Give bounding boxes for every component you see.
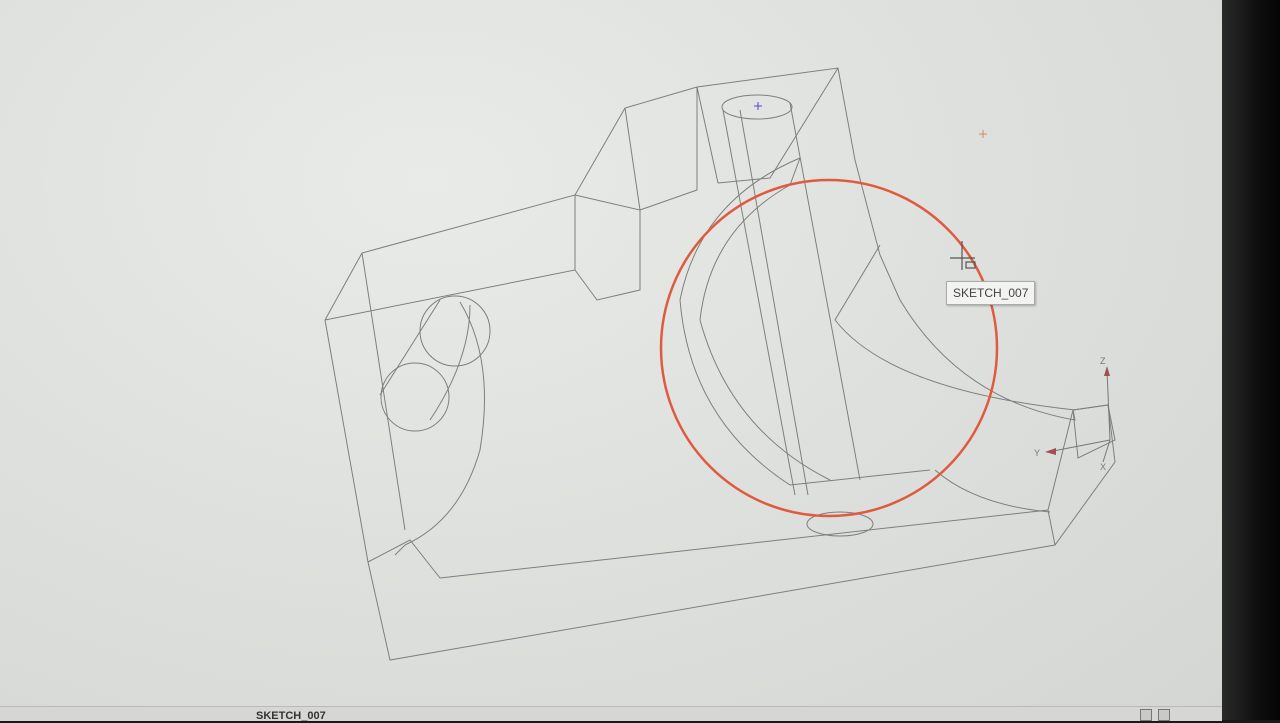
- axis-x-label: X: [1100, 462, 1106, 472]
- shaft-outline: [722, 102, 861, 496]
- axis-triad: Z Y X: [1034, 356, 1111, 472]
- hover-tooltip: SKETCH_007: [946, 281, 1036, 305]
- shaft-top-ellipse: [721, 94, 793, 120]
- status-grid-icon[interactable]: [1140, 709, 1152, 721]
- origin-mark: [979, 130, 987, 138]
- center-mark: [754, 102, 762, 110]
- left-hole-bottom: [380, 362, 450, 432]
- shaft-bottom-ellipse: [806, 511, 874, 537]
- cad-screen: Z Y X SKETCH_007 SKETCH_007: [0, 0, 1222, 722]
- monitor-bezel: [1222, 0, 1280, 720]
- left-curve: [379, 299, 485, 556]
- cad-viewport[interactable]: Z Y X: [0, 0, 1222, 706]
- left-hole-top: [419, 295, 491, 367]
- cursor-crosshair-icon: [950, 241, 976, 270]
- status-bar: SKETCH_007: [0, 706, 1222, 722]
- axis-y-label: Y: [1034, 448, 1040, 458]
- status-snap-icon[interactable]: [1158, 709, 1170, 721]
- end-box: [1072, 404, 1116, 459]
- sketch-circle[interactable]: [659, 178, 999, 518]
- curved-wall: [679, 157, 1076, 513]
- axis-z-label: Z: [1100, 356, 1106, 366]
- status-text: SKETCH_007: [256, 710, 326, 722]
